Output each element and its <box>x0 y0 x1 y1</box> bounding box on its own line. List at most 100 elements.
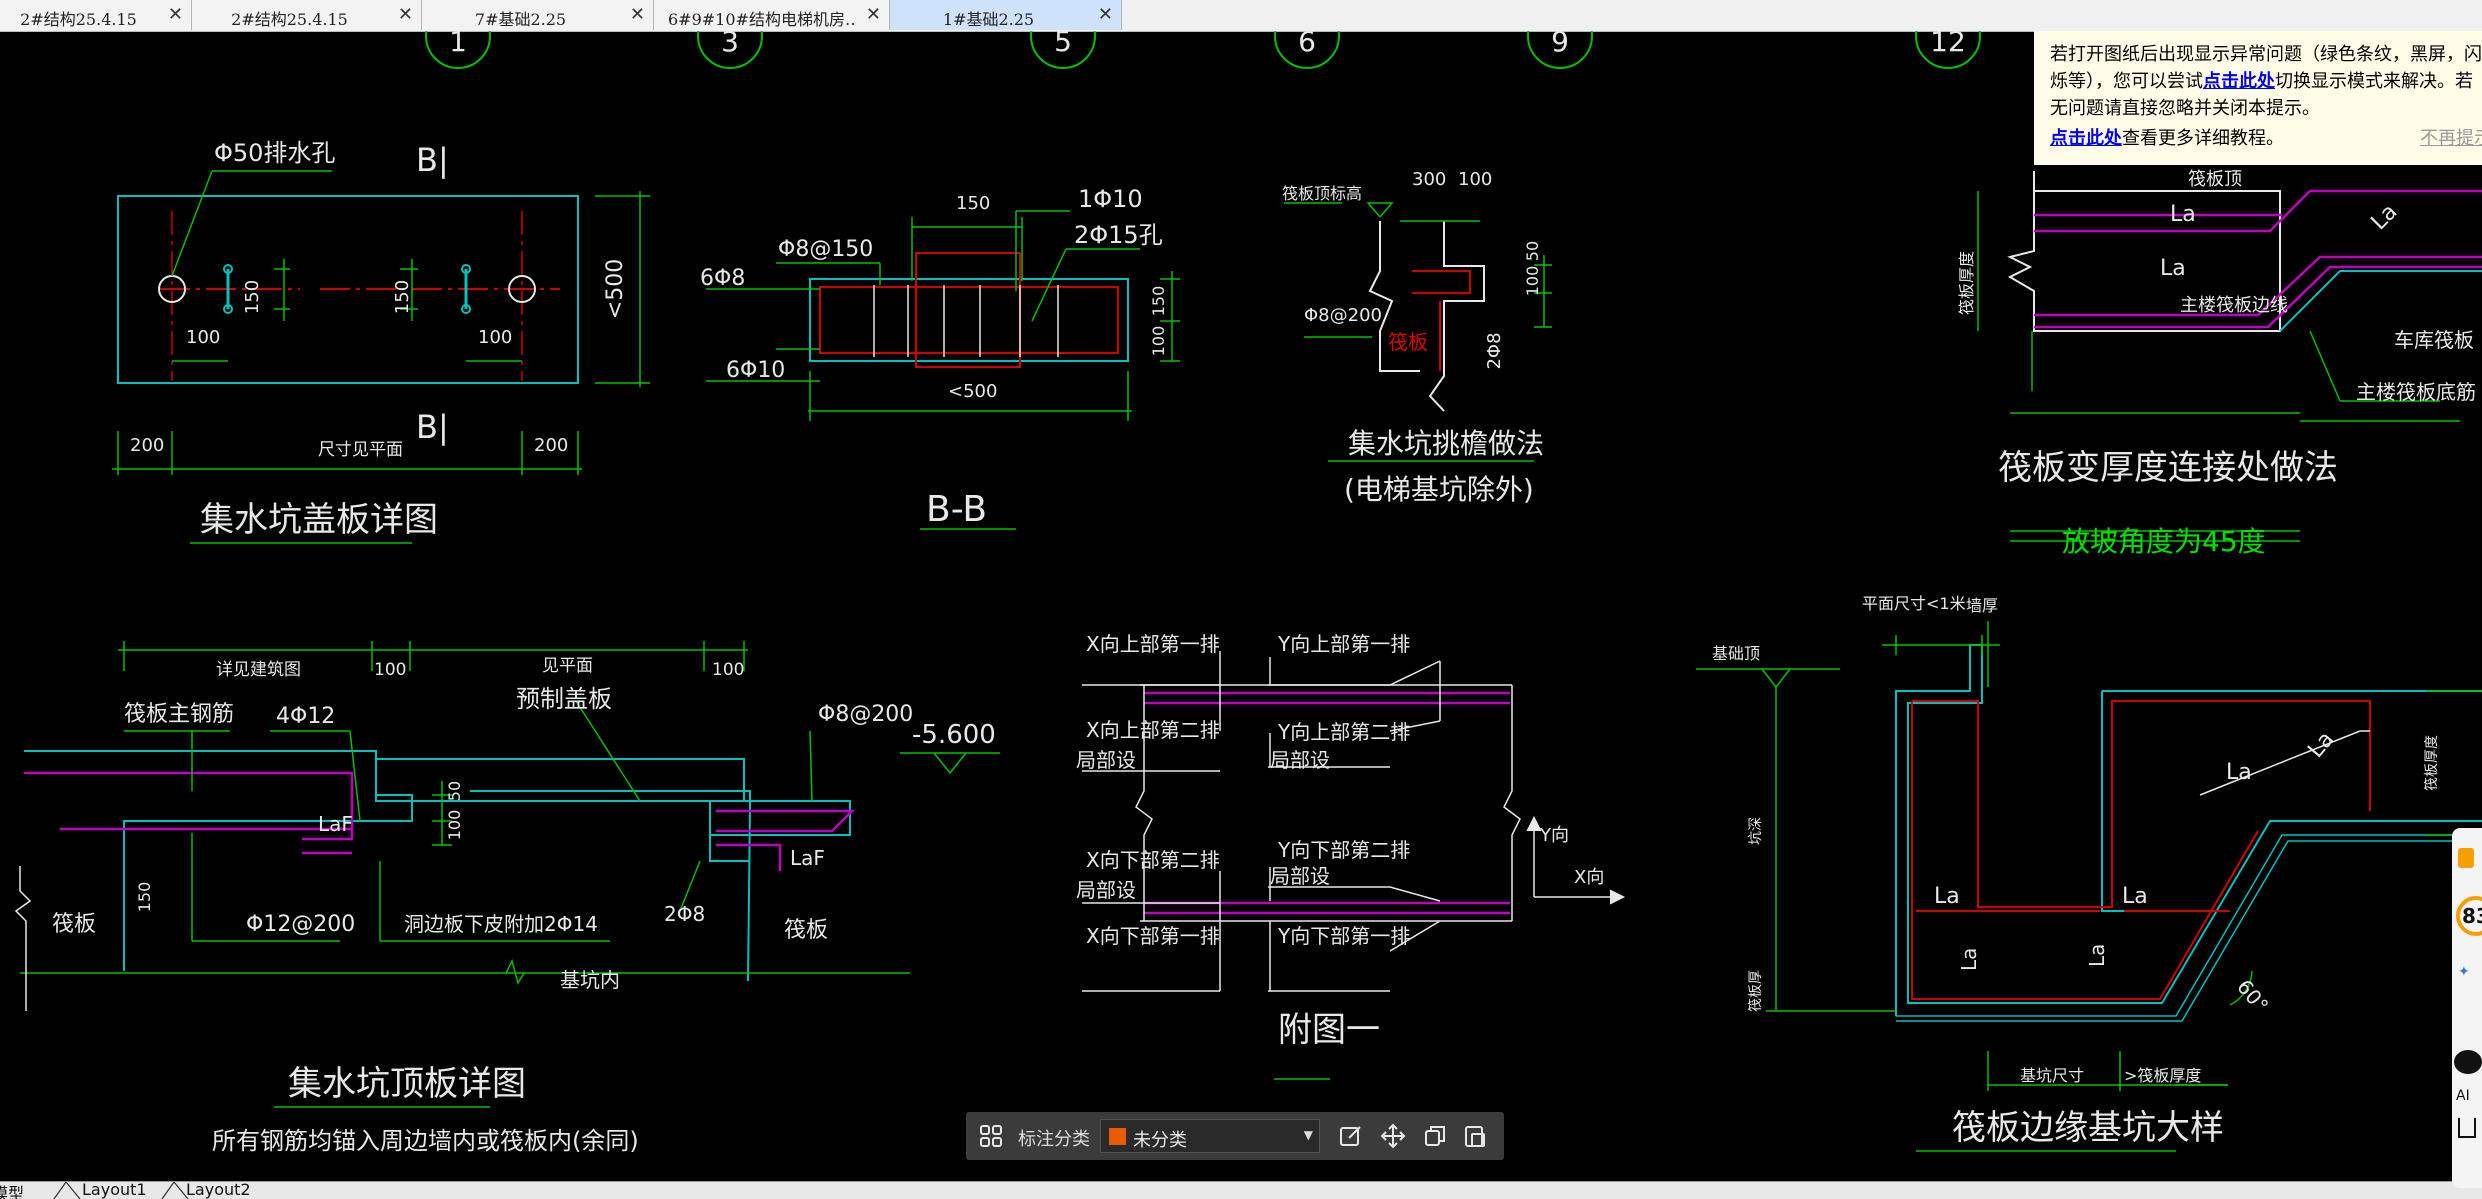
detail-title: 集水坑挑檐做法 <box>1348 427 1544 460</box>
dim-label: 筏板厚 <box>1747 970 1764 1012</box>
anchorage-label: La <box>1957 948 1981 971</box>
tab-close-icon[interactable]: ✕ <box>865 4 881 25</box>
slab-label: 筏板 <box>1388 330 1428 354</box>
dim-label: 墙厚 <box>1966 596 1998 615</box>
tab-3[interactable]: 7#基础2.25 ✕ <box>422 0 654 30</box>
section-mark: B| <box>416 141 449 179</box>
raft-thickness-change-detail: La La La 筏板厚度 主楼筏板边线 车库筏板 主楼筏板底筋 筏板顶 筏板变… <box>1957 169 2482 558</box>
dim-label: 100 <box>1458 169 1492 190</box>
grid-label: 3 <box>721 31 739 58</box>
switch-mode-link[interactable]: 点击此处 <box>2203 71 2275 92</box>
notice-line: 切换显示模式来解决。若无问题请直接忽略并关闭本提示。 <box>2050 71 2473 119</box>
local-label: 局部设 <box>1270 864 1330 888</box>
dim-label: 100 <box>1523 266 1542 297</box>
rebar-label: Φ12@200 <box>246 912 355 937</box>
layout-tab-model[interactable]: 模型 <box>0 1184 25 1199</box>
tab-separator <box>53 1182 81 1199</box>
figure-one-detail: X向上部第一排 Y向上部第一排 X向上部第二排 Y向上部第二排 局部设 局部设 … <box>1076 632 1626 1080</box>
slab-top-label: 筏板顶 <box>2188 169 2242 190</box>
anchorage-label: La <box>2170 202 2196 227</box>
hole-label: 2Φ15孔 <box>1074 221 1163 249</box>
dim-label: 平面尺寸<1米 <box>1862 594 1966 613</box>
rebar-layer-label: Y向下部第二排 <box>1277 838 1410 862</box>
annotation-category-select[interactable]: 未分类 ▼ <box>1100 1119 1320 1153</box>
layout-tab-layout2[interactable]: Layout2 <box>186 1181 251 1199</box>
grid-bubbles <box>425 3 1981 69</box>
tab-label: 1#基础2.25 <box>942 10 1035 29</box>
detail-title: 筏板边缘基坑大样 <box>1952 1108 2224 1148</box>
local-label: 局部设 <box>1270 748 1330 772</box>
rebar-label: 6Φ8 <box>700 266 745 291</box>
dim-label: <500 <box>948 381 997 402</box>
detail-subtitle: (电梯基坑除外) <box>1344 473 1534 506</box>
dim-label: <500 <box>603 259 628 319</box>
tab-1[interactable]: 2#结构25.4.15 ✕ <box>0 0 192 30</box>
dim-label: 基坑尺寸 <box>2020 1066 2084 1085</box>
anchorage-label: LaF <box>318 812 353 836</box>
thickness-label: 筏板厚度 <box>1957 251 1976 315</box>
tab-2[interactable]: 2#结构25.4.15 ✕ <box>192 0 422 30</box>
elevation-label: 基础顶 <box>1712 644 1760 663</box>
notice-line: 查看更多详细教程。 <box>2122 128 2284 149</box>
tab-label: 2#结构25.4.15 <box>231 10 348 29</box>
tutorial-link[interactable]: 点击此处 <box>2050 128 2122 149</box>
raft-edge-pit-detail: 平面尺寸<1米 墙厚 基础顶 坑深 筏板厚 La La La La La La … <box>1696 594 2482 1152</box>
anchorage-label: La <box>2085 944 2109 967</box>
paste-icon[interactable] <box>1462 1123 1488 1149</box>
dont-show-again-link[interactable]: 不再提示 <box>2420 128 2482 149</box>
detail-title: 集水坑顶板详图 <box>288 1064 526 1104</box>
category-value: 未分类 <box>1133 1130 1187 1151</box>
copy-icon[interactable] <box>1422 1123 1448 1149</box>
document-tab-bar: 2#结构25.4.15 ✕ 2#结构25.4.15 ✕ 7#基础2.25 ✕ 6… <box>0 0 2482 32</box>
rebar-label: 筏板主钢筋 <box>124 702 234 727</box>
grid-menu-icon[interactable] <box>978 1123 1004 1149</box>
tab-5-active[interactable]: 1#基础2.25 ✕ <box>890 0 1122 30</box>
chat-icon[interactable] <box>2454 1050 2482 1074</box>
axis-label: Y向 <box>1539 825 1569 846</box>
category-color-swatch <box>1109 1128 1126 1145</box>
score-badge: 83 <box>2462 904 2482 928</box>
tab-label: 2#结构25.4.15 <box>20 10 137 29</box>
pit-cover-detail: Φ50排水孔 B| B| 150 150 100 100 <500 200 20… <box>112 139 650 544</box>
layout-tab-bar: 模型 Layout1 Layout2 <box>0 1181 2482 1199</box>
dim-label: 100 <box>712 660 744 680</box>
tab-close-icon[interactable]: ✕ <box>629 4 645 25</box>
pit-top-slab-detail: 详见建筑图 100 见平面 100 筏板主钢筋 4Φ12 预制盖板 Φ8@200… <box>14 641 1000 1155</box>
detail-subtitle: 放坡角度为45度 <box>2062 525 2266 558</box>
dim-label: 50 <box>1523 241 1542 261</box>
layout-tab-layout1[interactable]: Layout1 <box>82 1181 147 1199</box>
dim-label: 详见建筑图 <box>216 660 301 680</box>
chevron-down-icon: ▼ <box>1303 1128 1313 1142</box>
anchorage-label: La <box>2367 199 2403 235</box>
dim-label: 150 <box>956 193 990 214</box>
move-icon[interactable] <box>1380 1123 1406 1149</box>
tab-4[interactable]: 6#9#10#结构电梯机房… ✕ <box>654 0 890 30</box>
local-label: 局部设 <box>1076 748 1136 772</box>
floating-side-panel[interactable]: 83 ✦ AI <box>2452 828 2482 1188</box>
dim-label: 50 <box>445 781 464 801</box>
rebar-label: 4Φ12 <box>276 704 335 729</box>
annotation-category-label: 标注分类 <box>1018 1129 1090 1150</box>
sparkle-icon: ✦ <box>2458 964 2470 980</box>
anchorage-label: La <box>1934 884 1960 909</box>
dim-label: 100 <box>445 810 464 841</box>
section-mark: B| <box>416 408 449 446</box>
dim-label: 150 <box>1149 286 1168 317</box>
dim-label: 筏板厚度 <box>2423 735 2440 791</box>
pit-inside-label: 基坑内 <box>560 968 620 992</box>
cad-drawing-canvas[interactable]: 1 3 5 6 9 12 Φ50排水孔 B| B| 150 <box>0 3 2482 1181</box>
screenshot-icon[interactable] <box>2458 1118 2476 1138</box>
tab-close-icon[interactable]: ✕ <box>1097 4 1113 25</box>
rebar-layer-label: X向上部第二排 <box>1086 718 1220 742</box>
anchorage-label: LaF <box>790 846 825 870</box>
tab-close-icon[interactable]: ✕ <box>397 4 413 25</box>
rebar-label: 2Φ8 <box>664 902 705 926</box>
tab-close-icon[interactable]: ✕ <box>167 4 183 25</box>
garage-raft-label: 车库筏板 <box>2394 328 2474 352</box>
dim-label: 200 <box>130 435 164 456</box>
rebar-layer-label: Y向上部第一排 <box>1277 632 1410 656</box>
hole-note: 洞边板下皮附加2Φ14 <box>404 912 598 936</box>
edit-icon[interactable] <box>1338 1123 1364 1149</box>
app-icon[interactable] <box>2458 848 2474 868</box>
anchorage-label: La <box>2303 727 2339 763</box>
